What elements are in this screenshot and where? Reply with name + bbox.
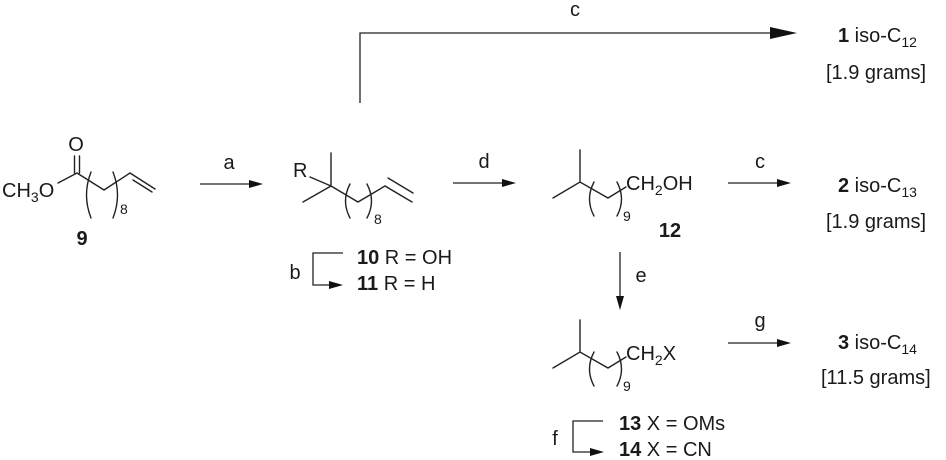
product-3-label: 3 iso-C14	[838, 332, 917, 357]
arrowhead-icon	[590, 448, 604, 456]
reagent-g: g	[754, 310, 765, 332]
product-2-yield: [1.9 grams]	[826, 211, 926, 233]
compound-10-label: 10 R = OH	[357, 247, 452, 269]
arrowhead-icon	[770, 27, 797, 39]
arrowhead-icon	[777, 339, 791, 347]
repeat-count: 8	[120, 201, 128, 217]
bracket-arrow-f	[572, 420, 603, 453]
arrow-c-mid: c	[728, 151, 791, 187]
compound-13-14: CH2X 9 f 13 X = OMs 14 X = CN	[552, 319, 725, 460]
product-1: 1 iso-C12 [1.9 grams]	[826, 25, 926, 84]
arrow-e: e	[616, 252, 647, 310]
repeat-count: 8	[374, 211, 382, 227]
reagent-a: a	[223, 152, 235, 174]
compound-13-bonds	[552, 319, 627, 369]
arrowhead-icon	[616, 296, 624, 310]
compound-number-12: 12	[659, 220, 681, 242]
r-label: R	[293, 160, 307, 182]
compound-number-9: 9	[76, 228, 87, 250]
product-3-yield: [11.5 grams]	[821, 367, 931, 389]
compound-11-label: 11 R = H	[357, 273, 435, 295]
reagent-c-mid: c	[755, 151, 765, 173]
arrow-c-top: c	[359, 0, 797, 103]
product-1-yield: [1.9 grams]	[826, 62, 926, 84]
compound-13-label: 13 X = OMs	[619, 413, 725, 435]
compound-9: CH3O O 8 9	[2, 134, 156, 250]
hydroxymethyl-group: CH2OH	[626, 173, 693, 198]
reagent-f: f	[552, 428, 558, 450]
compound-14-label: 14 X = CN	[619, 439, 712, 460]
reagent-d: d	[478, 151, 489, 173]
arrowhead-icon	[249, 180, 263, 188]
arrow-a: a	[200, 152, 263, 188]
arrow-g: g	[728, 310, 791, 347]
arrow-d: d	[453, 151, 516, 187]
product-1-label: 1 iso-C12	[838, 25, 917, 50]
compound-12-bonds	[552, 149, 627, 199]
bracket-arrow-b	[312, 252, 343, 286]
compound-10-bonds	[302, 152, 414, 203]
methoxy-label: CH3O	[2, 180, 54, 205]
reagent-c-top: c	[570, 0, 580, 21]
product-2-label: 2 iso-C13	[838, 175, 917, 200]
compound-9-bonds	[57, 155, 156, 193]
reagent-e: e	[635, 265, 646, 287]
repeat-count: 9	[623, 378, 631, 394]
repeat-parentheses	[344, 183, 373, 219]
product-2: 2 iso-C13 [1.9 grams]	[826, 175, 926, 233]
repeat-count: 9	[623, 208, 631, 224]
reagent-b: b	[289, 262, 300, 284]
repeat-parentheses	[588, 351, 623, 387]
compound-12: CH2OH 9 12	[552, 149, 693, 242]
repeat-parentheses	[85, 171, 119, 219]
product-3: 3 iso-C14 [11.5 grams]	[821, 332, 931, 389]
ch2x-group: CH2X	[626, 343, 676, 368]
arrowhead-icon	[329, 281, 343, 289]
arrowhead-icon	[502, 179, 516, 187]
compound-10-11: R 8 b 10 R = OH 11 R = H	[289, 152, 452, 295]
repeat-parentheses	[588, 181, 623, 217]
arrowhead-icon	[777, 179, 791, 187]
carbonyl-oxygen: O	[68, 134, 84, 156]
